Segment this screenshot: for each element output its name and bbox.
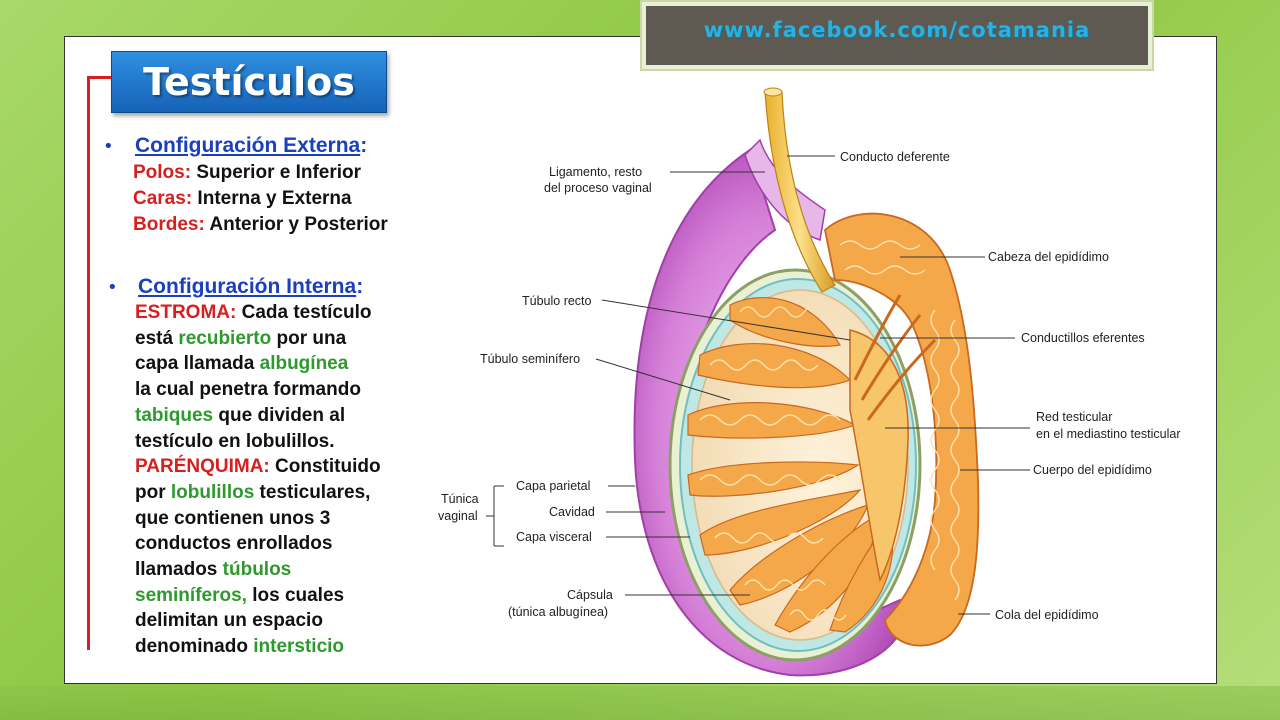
- row-value: Interna y Externa: [192, 188, 352, 209]
- internal-segment: que contienen unos 3: [135, 507, 331, 529]
- internal-heading-text: Configuración Interna: [138, 275, 357, 298]
- label-tubulo-seminifero: Túbulo seminífero: [480, 352, 580, 366]
- internal-segment: por: [135, 481, 171, 503]
- facebook-url: www.facebook.com/cotamania: [703, 18, 1091, 42]
- bullet-internal: •: [107, 277, 118, 298]
- internal-heading-colon: :: [356, 275, 364, 298]
- internal-segment: ESTROMA:: [135, 302, 237, 323]
- background-bottom-band: [0, 686, 1280, 720]
- testicle-diagram: Ligamento, resto del proceso vaginal Con…: [438, 87, 1181, 677]
- title-box: Testículos: [111, 51, 387, 113]
- internal-segment: denominado: [135, 636, 254, 658]
- internal-line: delimitan un espacio: [135, 610, 323, 632]
- red-testicular: [849, 329, 909, 583]
- internal-segment: Cada testículo: [236, 302, 372, 323]
- row-value: Anterior y Posterior: [204, 214, 388, 235]
- internal-segment: recubierto: [178, 327, 272, 349]
- label-cola-epididimo: Cola del epidídimo: [995, 608, 1099, 622]
- internal-heading: Configuración Interna:: [138, 275, 363, 299]
- internal-segment: llamados: [135, 559, 223, 580]
- internal-segment: que dividen al: [213, 404, 346, 426]
- leader-lines: [486, 155, 1030, 615]
- external-heading: Configuración Externa:: [135, 134, 367, 158]
- label-cavidad: Cavidad: [549, 505, 595, 519]
- row-value: Superior e Inferior: [191, 162, 362, 183]
- row-key: Caras:: [133, 188, 193, 209]
- label-conducto-deferente: Conducto deferente: [840, 150, 950, 164]
- label-capa-parietal: Capa parietal: [516, 479, 590, 493]
- internal-segment: albugínea: [259, 353, 349, 375]
- external-heading-colon: :: [360, 134, 368, 157]
- internal-segment: tabiques: [135, 404, 214, 426]
- red-rail-vertical: [87, 78, 90, 650]
- conducto-deferente: [764, 91, 836, 293]
- internal-line: testículo en lobulillos.: [135, 431, 335, 453]
- external-row-caras: Caras: Interna y Externa: [133, 188, 352, 210]
- label-cuerpo-epididimo: Cuerpo del epidídimo: [1033, 463, 1152, 477]
- internal-segment: los cuales: [246, 584, 345, 606]
- row-key: Polos:: [133, 162, 192, 183]
- internal-line: capa llamada albugínea: [135, 353, 348, 375]
- internal-segment: la cual penetra formando: [135, 379, 361, 401]
- internal-segment: testiculares,: [254, 481, 371, 503]
- internal-line: tabiques que dividen al: [135, 405, 345, 427]
- external-row-polos: Polos: Superior e Inferior: [133, 162, 361, 184]
- internal-line: ESTROMA: Cada testículo: [135, 302, 371, 324]
- internal-segment: seminíferos,: [135, 584, 247, 606]
- label-ligamento-1: Ligamento, resto: [549, 165, 642, 179]
- epididimo-textura: [839, 240, 960, 601]
- label-capsula-1: Cápsula: [567, 588, 613, 602]
- internal-line: que contienen unos 3: [135, 508, 330, 530]
- internal-segment: capa llamada: [135, 353, 260, 375]
- facebook-banner: www.facebook.com/cotamania: [640, 0, 1154, 71]
- external-row-bordes: Bordes: Anterior y Posterior: [133, 214, 388, 236]
- label-tunica-1: Túnica: [441, 492, 479, 506]
- slide-title: Testículos: [143, 60, 355, 104]
- label-cabeza-epididimo: Cabeza del epidídimo: [988, 250, 1109, 264]
- label-tubulo-recto: Túbulo recto: [522, 294, 592, 308]
- bullet-external: •: [103, 136, 114, 157]
- internal-segment: Constituido: [269, 456, 381, 478]
- internal-line: seminíferos, los cuales: [135, 585, 344, 607]
- conductillos-eferentes: [853, 294, 937, 421]
- internal-line: conductos enrollados: [135, 533, 332, 555]
- internal-segment: intersticio: [253, 636, 345, 658]
- external-heading-text: Configuración Externa: [135, 134, 361, 157]
- label-tunica-2: vaginal: [438, 509, 478, 523]
- internal-segment: túbulos: [222, 559, 292, 580]
- internal-line: denominado intersticio: [135, 636, 344, 658]
- internal-line: llamados túbulos: [135, 559, 291, 581]
- row-key: Bordes:: [133, 214, 205, 235]
- internal-line: por lobulillos testiculares,: [135, 482, 370, 504]
- label-red-testicular-1: Red testicular: [1036, 410, 1112, 424]
- label-capa-visceral: Capa visceral: [516, 530, 592, 544]
- label-conductillos-eferentes: Conductillos eferentes: [1021, 331, 1145, 345]
- internal-line: PARÉNQUIMA: Constituido: [135, 456, 381, 478]
- internal-segment: lobulillos: [170, 481, 255, 503]
- label-capsula-2: (túnica albugínea): [508, 605, 608, 619]
- tubulos-seminiferos: [699, 306, 847, 621]
- label-red-testicular-2: en el mediastino testicular: [1036, 427, 1181, 441]
- internal-line: la cual penetra formando: [135, 379, 361, 401]
- internal-segment: delimitan un espacio: [135, 610, 323, 632]
- conducto-deferente-extremo: [763, 87, 783, 97]
- red-rail-top: [87, 76, 113, 79]
- internal-line: está recubierto por una: [135, 328, 346, 350]
- internal-segment: conductos enrollados: [135, 533, 333, 555]
- internal-segment: PARÉNQUIMA:: [135, 456, 270, 478]
- internal-segment: por una: [271, 327, 347, 349]
- internal-segment: testículo en lobulillos.: [135, 430, 335, 452]
- label-ligamento-2: del proceso vaginal: [544, 181, 652, 195]
- internal-segment: está: [135, 327, 179, 349]
